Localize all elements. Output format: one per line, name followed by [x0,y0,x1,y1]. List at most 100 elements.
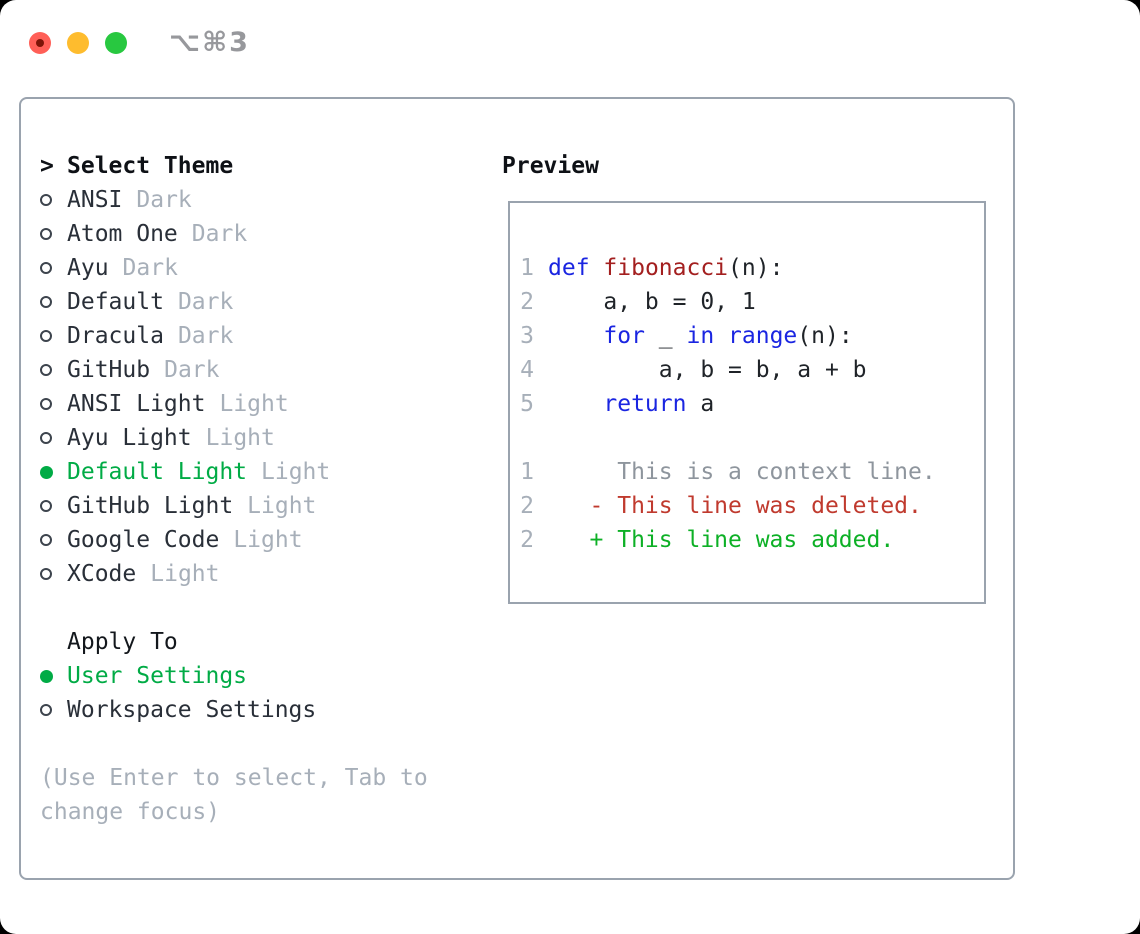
plain-token: a [686,391,715,417]
theme-variant: Dark [136,187,192,213]
theme-item-ansi[interactable]: ANSI Dark [40,183,456,217]
line-number: 3 [520,323,534,349]
titlebar: ⌥⌘3 [29,27,250,58]
theme-item-github[interactable]: GitHub Dark [40,353,456,387]
diff-text: - This line was deleted. [548,493,922,519]
diff-line-context: 1 This is a context line. [520,455,984,489]
theme-variant: Light [247,493,317,519]
keyword-token: for [603,323,645,349]
theme-name: Ayu [67,255,109,281]
theme-list-column: > Select Theme ANSI Dark Atom One Dark A… [40,149,456,829]
radio-icon [40,534,52,546]
theme-variant: Light [233,527,303,553]
theme-item-ansi-light[interactable]: ANSI Light Light [40,387,456,421]
apply-option-label: Workspace Settings [67,697,317,723]
theme-variant: Dark [122,255,178,281]
close-button[interactable] [29,31,51,54]
radio-selected-icon [40,465,53,479]
line-number: 2 [520,289,534,315]
theme-name: ANSI [67,187,123,213]
line-number: 2 [520,527,534,553]
theme-item-atom-one[interactable]: Atom One Dark [40,217,456,251]
plain-token [714,323,728,349]
radio-icon [40,262,52,274]
diff-line-added: 2 + This line was added. [520,523,984,557]
code-line: 3 for _ in range(n): [520,319,984,353]
theme-picker-panel: > Select Theme ANSI Dark Atom One Dark A… [19,97,1015,880]
theme-variant: Dark [177,323,234,349]
theme-variant: Light [150,561,220,587]
radio-icon [40,364,52,376]
line-number: 2 [520,493,534,519]
radio-icon [40,330,52,342]
theme-item-dracula[interactable]: Dracula Dark [40,319,456,353]
radio-icon [40,398,52,410]
blank-line [520,421,984,455]
code-text: return a [548,387,714,421]
line-number: 1 [520,459,534,485]
theme-item-github-light[interactable]: GitHub Light Light [40,489,456,523]
theme-item-xcode[interactable]: XCode Light [40,557,456,591]
plain-token: _ [644,323,687,349]
line-number: 5 [520,391,534,417]
code-text: a, b = 0, 1 [548,285,756,319]
apply-to-title: Apply To [67,629,178,655]
plain-token [548,391,603,417]
keyword-token: return [603,391,687,417]
code-text: a, b = b, a + b [548,353,867,387]
theme-name: Google Code [67,527,220,553]
theme-variant: Light [219,391,289,417]
radio-icon [40,568,52,580]
code-line: 5 return a [520,387,984,421]
select-theme-header: > Select Theme [40,149,456,183]
plain-token [590,255,604,281]
apply-option-user-settings[interactable]: User Settings [40,659,456,693]
apply-option-label: User Settings [67,663,248,689]
theme-item-google-code[interactable]: Google Code Light [40,523,456,557]
theme-name: ANSI Light [67,391,206,417]
code-text: for _ in range(n): [548,319,852,353]
theme-name: Default [67,289,164,315]
theme-item-default[interactable]: Default Dark [40,285,456,319]
plain-token: a, b = 0, 1 [548,289,756,315]
radio-icon [40,704,52,716]
keyword-token: range [728,323,798,349]
radio-icon [40,228,52,240]
theme-name: XCode [67,561,137,587]
preview-title: Preview [502,153,599,179]
keyword-token: def [548,255,590,281]
code-line: 1 def fibonacci(n): [520,251,984,285]
theme-name: GitHub Light [67,493,234,519]
apply-option-workspace-settings[interactable]: Workspace Settings [40,693,456,727]
help-text: (Use Enter to select, Tab to change focu… [40,765,428,825]
plain-token: a, b = b, a + b [548,357,867,383]
code-line: 4 a, b = b, a + b [520,353,984,387]
theme-name: GitHub [67,357,151,383]
unsaved-dot-icon [36,38,44,47]
maximize-button[interactable] [105,31,127,54]
theme-variant: Dark [164,357,220,383]
plain-token: (n): [728,255,784,281]
theme-variant: Dark [177,289,234,315]
radio-selected-icon [40,669,53,683]
plain-token [548,323,603,349]
theme-item-default-light[interactable]: Default Light Light [40,455,456,489]
code-line: 2 a, b = 0, 1 [520,285,984,319]
theme-variant: Dark [191,221,248,247]
select-theme-title: Select Theme [67,153,234,179]
keyword-token: in [686,323,715,349]
theme-name: Default Light [67,459,248,485]
radio-icon [40,296,52,308]
theme-variant: Light [261,459,331,485]
theme-item-ayu-light[interactable]: Ayu Light Light [40,421,456,455]
theme-item-ayu[interactable]: Ayu Dark [40,251,456,285]
window-shortcut: ⌥⌘3 [169,27,250,58]
diff-line-deleted: 2 - This line was deleted. [520,489,984,523]
cursor-prefix-icon: > [40,153,54,179]
line-number: 1 [520,255,534,281]
function-token: fibonacci [603,255,729,281]
minimize-button[interactable] [67,31,89,54]
line-number: 4 [520,357,534,383]
preview-box: 1 def fibonacci(n): 2 a, b = 0, 1 3 for … [508,201,986,604]
